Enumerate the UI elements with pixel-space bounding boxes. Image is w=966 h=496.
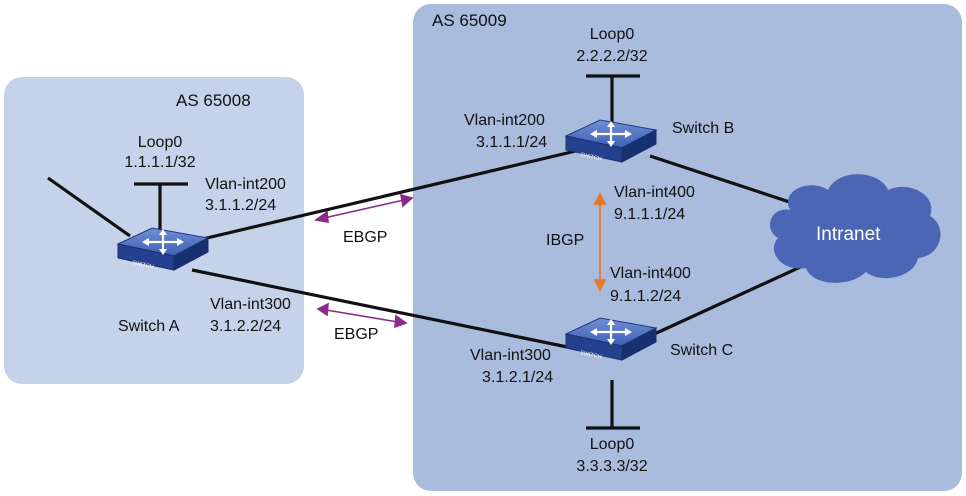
intranet-label: Intranet xyxy=(816,224,881,245)
link-a-c xyxy=(191,268,583,352)
ebgp-label-1: EBGP xyxy=(343,229,388,246)
ebgp-label-2: EBGP xyxy=(334,326,379,343)
switch-b-vlan200-ip: 3.1.1.1/24 xyxy=(476,134,548,151)
ebgp-arrow-1 xyxy=(323,199,405,219)
switch-c-loop-label: Loop0 xyxy=(589,436,635,453)
switch-a-loop-ip: 1.1.1.1/32 xyxy=(124,154,196,171)
as-65009-area xyxy=(413,4,962,491)
link-a-b xyxy=(189,148,581,244)
switch-a-vlan300-name: Vlan-int300 xyxy=(210,296,291,313)
ibgp-label: IBGP xyxy=(546,232,585,249)
switch-c-vlan400-name: Vlan-int400 xyxy=(610,265,691,282)
intranet-cloud xyxy=(769,174,941,283)
link-a-uplink xyxy=(47,176,131,238)
switch-c-loop-ip: 3.3.3.3/32 xyxy=(576,458,648,475)
ebgp-arrow-2 xyxy=(325,309,399,323)
switch-a-vlan300-ip: 3.1.2.2/24 xyxy=(210,318,282,335)
switch-a-vlan200-name: Vlan-int200 xyxy=(205,176,286,193)
switch-b-vlan200-name: Vlan-int200 xyxy=(464,112,545,129)
switch-b-loop-ip: 2.2.2.2/32 xyxy=(576,48,648,65)
as-65009-label: AS 65009 xyxy=(432,11,507,30)
switch-b-vlan400-ip: 9.1.1.1/24 xyxy=(614,206,686,223)
switch-b-name: Switch B xyxy=(672,120,735,137)
switch-a-loop-label: Loop0 xyxy=(137,134,183,151)
switch-a-name: Switch A xyxy=(118,318,180,335)
switch-b-loop-label: Loop0 xyxy=(589,26,635,43)
switch-c-vlan300-ip: 3.1.2.1/24 xyxy=(482,369,554,386)
switch-c-name: Switch C xyxy=(670,342,734,359)
switch-a-vlan200-ip: 3.1.1.2/24 xyxy=(205,197,277,214)
link-c-cloud xyxy=(649,256,821,338)
switch-c-vlan300-name: Vlan-int300 xyxy=(470,347,551,364)
switch-c-vlan400-ip: 9.1.1.2/24 xyxy=(610,288,682,305)
switch-b-vlan400-name: Vlan-int400 xyxy=(614,184,695,201)
as-65008-label: AS 65008 xyxy=(176,91,251,110)
